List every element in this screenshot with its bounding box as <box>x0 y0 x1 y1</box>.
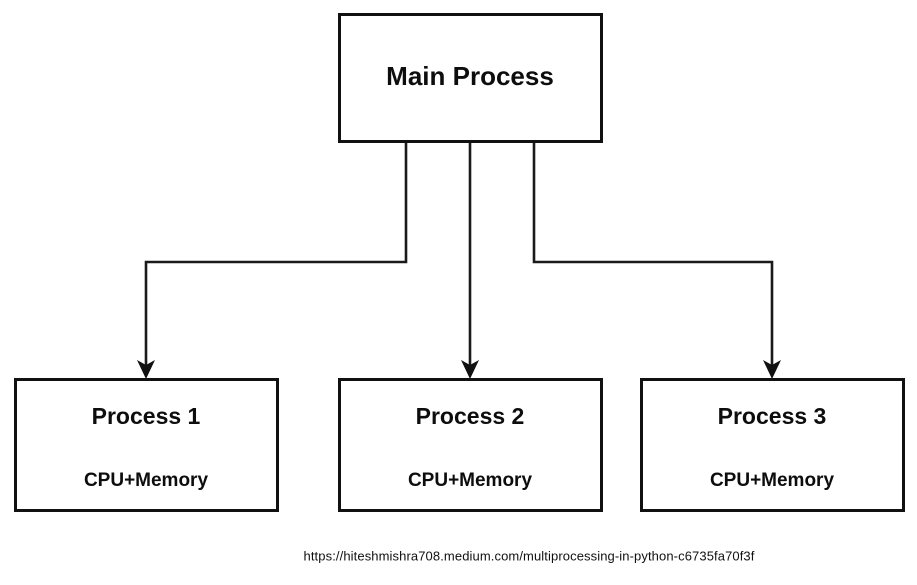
main-process-label: Main Process <box>386 61 554 91</box>
node-process-3[interactable]: Process 3 CPU+Memory <box>640 378 905 512</box>
process-3-title: Process 3 <box>718 403 827 429</box>
process-3-subtitle: CPU+Memory <box>710 470 834 491</box>
node-process-2[interactable]: Process 2 CPU+Memory <box>338 378 603 512</box>
edge-main-to-process-1 <box>144 142 408 367</box>
process-1-box[interactable] <box>14 378 279 512</box>
main-process-box[interactable] <box>338 13 603 143</box>
process-1-subtitle: CPU+Memory <box>84 470 208 491</box>
arrow-head-process-1 <box>137 360 155 379</box>
arrow-head-process-3 <box>763 360 781 379</box>
node-main-process[interactable]: Main Process <box>338 13 603 143</box>
node-process-1[interactable]: Process 1 CPU+Memory <box>14 378 279 512</box>
connector-group <box>137 142 781 379</box>
process-3-box[interactable] <box>640 378 905 512</box>
process-1-title: Process 1 <box>92 403 201 429</box>
arrow-head-process-2 <box>461 360 479 379</box>
process-2-box[interactable] <box>338 378 603 512</box>
source-url-caption: https://hiteshmishra708.medium.com/multi… <box>304 548 755 563</box>
edge-main-to-process-3 <box>532 142 774 367</box>
process-2-title: Process 2 <box>416 403 525 429</box>
process-2-subtitle: CPU+Memory <box>408 470 532 491</box>
